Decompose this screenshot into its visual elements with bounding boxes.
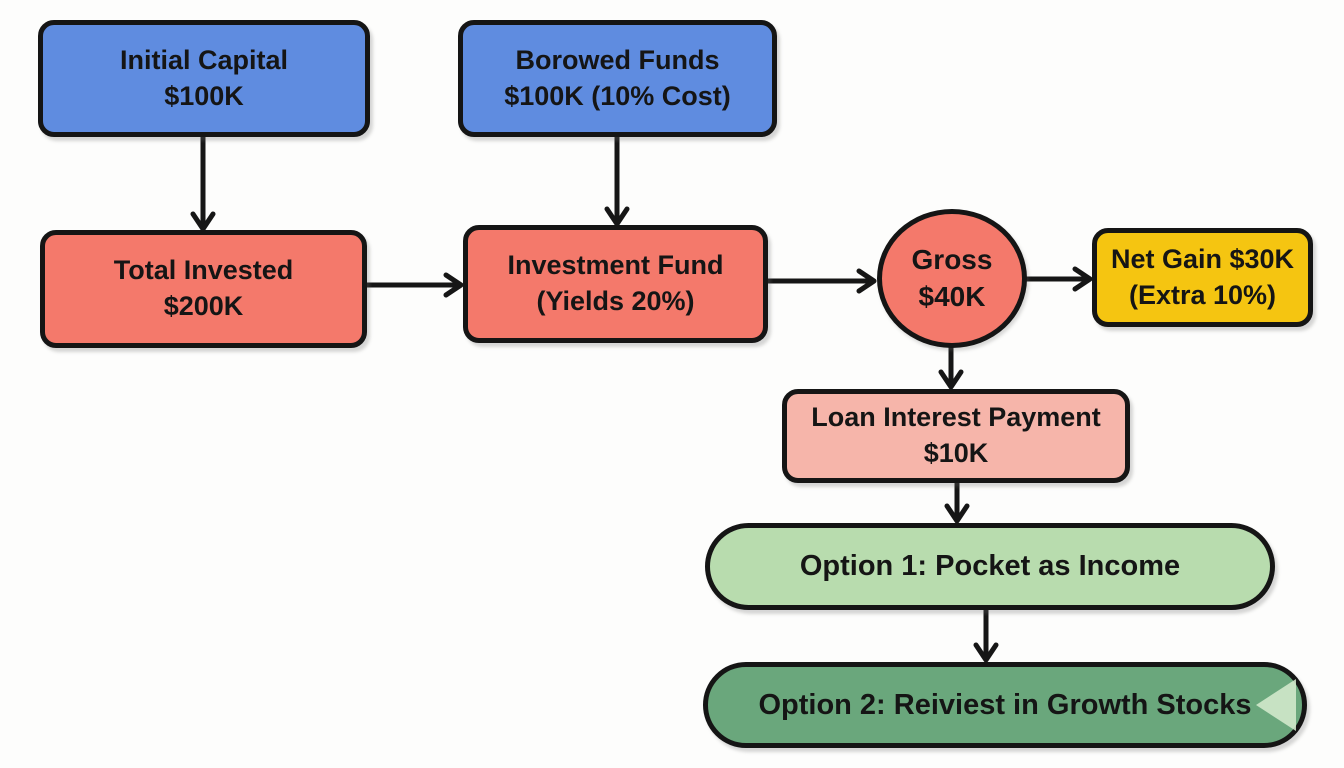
node-loan-interest-payment: Loan Interest Payment $10K [782,389,1130,483]
node-label: Loan Interest Payment [811,402,1101,433]
node-label: Investment Fund [507,250,724,281]
node-value: $200K [163,291,244,321]
node-option-1-pocket-as-income: Option 1: Pocket as Income [705,523,1275,610]
node-label: Initial Capital [119,44,289,75]
node-net-gain: Net Gain $30K (Extra 10%) [1092,228,1313,327]
node-value: $10K [923,438,989,468]
node-label: Net Gain $30K [1110,243,1295,274]
node-investment-fund: Investment Fund (Yields 20%) [463,225,768,343]
node-value: (Yields 20%) [536,286,695,316]
node-value: (Extra 10%) [1128,279,1277,310]
node-value: $40K [918,280,986,312]
node-gross: Gross $40K [877,209,1027,348]
node-option-2-reinvest-growth-stocks: Option 2: Reiviest in Growth Stocks [703,662,1307,748]
node-label: Option 1: Pocket as Income [799,550,1181,583]
node-value: $100K [164,80,244,111]
node-label: Gross [911,243,993,275]
node-borrowed-funds: Borowed Funds $100K (10% Cost) [458,20,777,137]
node-value: $100K (10% Cost) [504,80,731,111]
node-total-invested: Total Invested $200K [40,230,367,348]
node-initial-capital: Initial Capital $100K [38,20,370,137]
node-label: Option 2: Reiviest in Growth Stocks [758,688,1252,721]
triangle-artifact [1256,679,1296,731]
node-label: Total Invested [113,255,294,286]
node-label: Borowed Funds [515,44,720,75]
